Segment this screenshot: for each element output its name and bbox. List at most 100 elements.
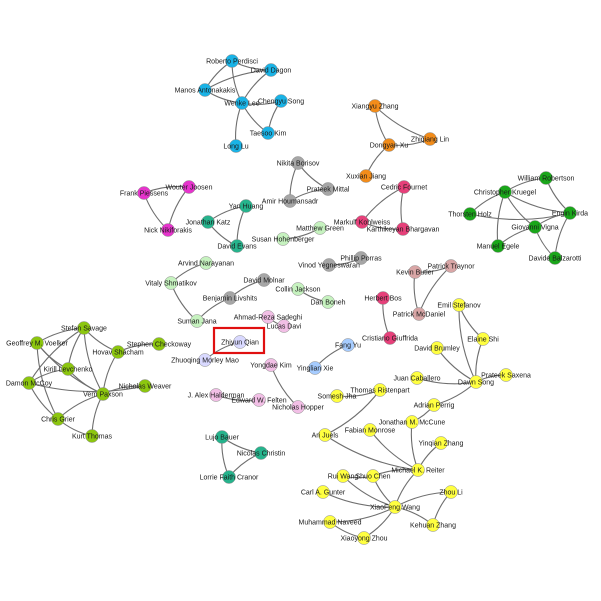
node-david-brumley[interactable]: [430, 341, 444, 355]
label-cedric-fournet: Cedric Fournet: [381, 185, 427, 192]
node-william-robertson[interactable]: [539, 171, 553, 185]
node-dawn-song[interactable]: [469, 375, 483, 389]
node-jonathan-m-mccune[interactable]: [405, 415, 419, 429]
node-engin-kirda[interactable]: [563, 206, 577, 220]
node-patrick-mcdaniel[interactable]: [412, 307, 426, 321]
node-xiaoyong-zhou[interactable]: [357, 531, 371, 545]
node-herbert-bos[interactable]: [376, 291, 390, 305]
node-stefan-savage[interactable]: [77, 321, 91, 335]
node-karthikeyan-bhargavan[interactable]: [396, 222, 410, 236]
node-david-dagon[interactable]: [264, 63, 278, 77]
node-yinqian-zhang[interactable]: [434, 436, 448, 450]
node-patrick-traynor[interactable]: [444, 259, 458, 273]
node-jonathan-katz[interactable]: [201, 215, 215, 229]
node-somesh-jha[interactable]: [330, 389, 344, 403]
node-phillip-porras[interactable]: [354, 251, 368, 265]
node-kirill-levchenko[interactable]: [61, 362, 75, 376]
node-yinglian-xie[interactable]: [308, 361, 322, 375]
node-wouter-joosen[interactable]: [182, 180, 196, 194]
node-juan-caballero[interactable]: [410, 371, 424, 385]
node-yongdae-kim[interactable]: [264, 358, 278, 372]
node-amir-houmansadr[interactable]: [283, 194, 297, 208]
node-nikita-borisov[interactable]: [291, 156, 305, 170]
label-benjamin-livshits: Benjamin Livshits: [203, 296, 258, 303]
node-manos-antonakakis[interactable]: [198, 83, 212, 97]
node-vitaly-shmatikov[interactable]: [164, 276, 178, 290]
node-wenke-lee[interactable]: [235, 96, 249, 110]
node-lorrie-faith-cranor[interactable]: [222, 470, 236, 484]
node-roberto-perdisci[interactable]: [225, 54, 239, 68]
node-fabian-monrose[interactable]: [363, 423, 377, 437]
node-benjamin-livshits[interactable]: [223, 291, 237, 305]
node-nicolas-christin[interactable]: [254, 446, 268, 460]
node-edward-w-felten[interactable]: [252, 393, 266, 407]
node-yan-huang[interactable]: [239, 199, 253, 213]
node-markulf-kohlweiss[interactable]: [355, 215, 369, 229]
node-prateek-saxena[interactable]: [499, 368, 513, 382]
node-thorsten-holz[interactable]: [463, 207, 477, 221]
node-stephen-checkoway[interactable]: [152, 337, 166, 351]
node-david-evans[interactable]: [230, 239, 244, 253]
node-adrian-perrig[interactable]: [427, 398, 441, 412]
edge-fabian-monrose--michael-k-reiter: [369, 429, 419, 471]
node-prateek-mittal[interactable]: [321, 182, 335, 196]
label-kirill-levchenko: Kirill Levchenko: [43, 367, 92, 374]
node-nick-nikiforakis[interactable]: [161, 223, 175, 237]
node-michael-k-reiter[interactable]: [411, 463, 425, 477]
node-emil-stefanov[interactable]: [452, 298, 466, 312]
node-frank-piessens[interactable]: [137, 186, 151, 200]
node-elaine-shi[interactable]: [476, 332, 490, 346]
label-j-alex-halderman: J. Alex Halderman: [188, 393, 245, 400]
node-kevin-butler[interactable]: [408, 265, 422, 279]
node-cedric-fournet[interactable]: [397, 180, 411, 194]
label-prateek-saxena: Prateek Saxena: [481, 373, 531, 380]
node-nicholas-weaver[interactable]: [138, 379, 152, 393]
node-susan-hohenberger[interactable]: [276, 232, 290, 246]
node-chengyu-song[interactable]: [274, 94, 288, 108]
node-christopher-kruegel[interactable]: [498, 185, 512, 199]
node-fang-yu[interactable]: [341, 338, 355, 352]
node-nicholas-hopper[interactable]: [291, 400, 305, 414]
node-geoffrey-m-voelker[interactable]: [30, 336, 44, 350]
node-vern-paxson[interactable]: [96, 387, 110, 401]
node-lucas-davi[interactable]: [277, 319, 291, 333]
node-manuel-egele[interactable]: [491, 239, 505, 253]
node-matthew-green[interactable]: [313, 221, 327, 235]
node-dongyan-xu[interactable]: [382, 138, 396, 152]
node-long-lu[interactable]: [229, 139, 243, 153]
node-chris-grier[interactable]: [51, 412, 65, 426]
node-hovav-shacham[interactable]: [111, 345, 125, 359]
node-damon-mccoy[interactable]: [22, 376, 36, 390]
node-rui-wang[interactable]: [336, 469, 350, 483]
node-giovanni-vigna[interactable]: [528, 220, 542, 234]
node-zhou-li[interactable]: [444, 485, 458, 499]
label-thomas-ristenpart: Thomas Ristenpart: [350, 388, 409, 395]
node-xuxian-jiang[interactable]: [359, 169, 373, 183]
node-j-alex-halderman[interactable]: [209, 388, 223, 402]
node-vinod-yegneswaran[interactable]: [322, 258, 336, 272]
label-vitaly-shmatikov: Vitaly Shmatikov: [145, 281, 197, 288]
node-xiangyu-zhang[interactable]: [368, 99, 382, 113]
node-taesoo-kim[interactable]: [261, 126, 275, 140]
node-david-molnar[interactable]: [257, 273, 271, 287]
node-xiaofeng-wang[interactable]: [388, 500, 402, 514]
node-collin-jackson[interactable]: [291, 282, 305, 296]
node-carl-a-gunter[interactable]: [316, 485, 330, 499]
node-dan-boneh[interactable]: [321, 295, 335, 309]
node-ari-juels[interactable]: [318, 428, 332, 442]
node-zhiqiang-lin[interactable]: [423, 132, 437, 146]
node-zhuoqing-morley-mao[interactable]: [198, 353, 212, 367]
node-kurt-thomas[interactable]: [85, 429, 99, 443]
node-kehuan-zhang[interactable]: [426, 518, 440, 532]
node-suman-jana[interactable]: [190, 314, 204, 328]
node-zhiyun-qian[interactable]: [233, 335, 247, 349]
node-shuo-chen[interactable]: [366, 469, 380, 483]
node-thomas-ristenpart[interactable]: [373, 383, 387, 397]
node-lujo-bauer[interactable]: [215, 430, 229, 444]
node-davide-balzarotti[interactable]: [548, 251, 562, 265]
node-arvind-narayanan[interactable]: [199, 256, 213, 270]
node-cristiano-giuffrida[interactable]: [383, 331, 397, 345]
node-ahmad-reza-sadeghi[interactable]: [261, 310, 275, 324]
label-fabian-monrose: Fabian Monrose: [345, 428, 396, 435]
node-muhammad-naveed[interactable]: [323, 515, 337, 529]
